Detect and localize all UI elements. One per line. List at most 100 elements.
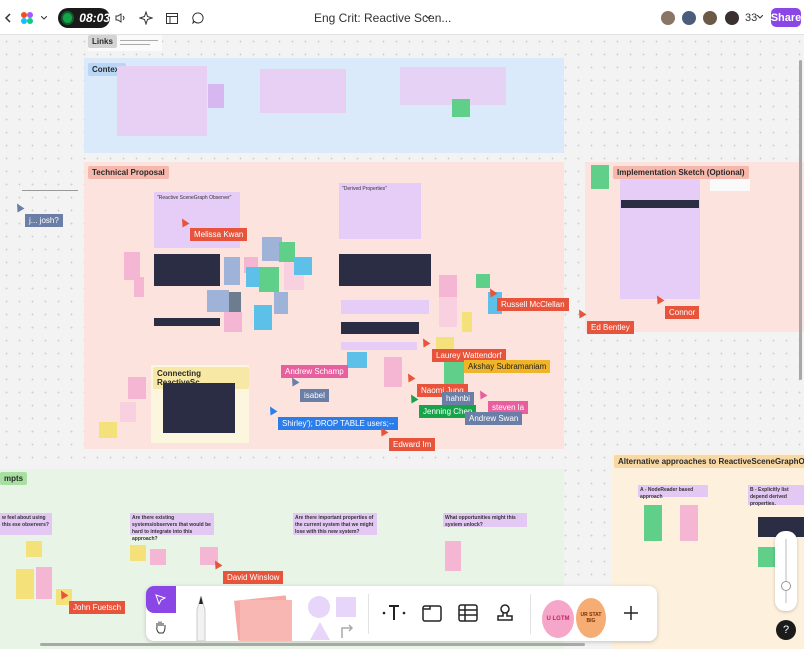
add-tool[interactable] — [618, 586, 644, 641]
prompt-question[interactable]: w feel about using this ese observers? — [0, 513, 52, 535]
sticky-note[interactable] — [16, 569, 34, 599]
sticker-lgtm: U LGTM — [542, 600, 574, 638]
context-note[interactable] — [208, 84, 224, 108]
sticky-note-tool[interactable] — [232, 586, 296, 641]
alt-b-doc[interactable]: B - Explicitly list depend derived prope… — [748, 485, 804, 507]
title-chevron-down-icon[interactable] — [424, 12, 432, 22]
sticky-note[interactable] — [279, 242, 295, 262]
sticky-note[interactable] — [444, 357, 464, 389]
cursor-hahnbi: hahnbi — [442, 392, 475, 405]
avatar[interactable] — [702, 10, 718, 26]
code-block[interactable] — [154, 254, 220, 286]
sticky-note[interactable] — [476, 274, 490, 288]
sticky-note[interactable] — [246, 267, 260, 287]
text-tool[interactable] — [378, 586, 408, 641]
sparkle-icon[interactable] — [139, 8, 153, 28]
sticky-note[interactable] — [207, 290, 229, 312]
proposal-text[interactable] — [341, 342, 417, 350]
sticky-note[interactable] — [452, 99, 470, 117]
layout-icon[interactable] — [165, 8, 178, 28]
sticky-note[interactable] — [99, 422, 117, 438]
sticky-note[interactable] — [591, 165, 609, 189]
sticky-note[interactable] — [150, 549, 166, 565]
sticky-note[interactable] — [462, 312, 472, 332]
avatar[interactable] — [724, 10, 740, 26]
text-note[interactable] — [710, 179, 750, 191]
stamp-tool[interactable] — [492, 586, 518, 641]
avatar[interactable] — [681, 10, 697, 26]
chat-icon[interactable] — [191, 8, 204, 28]
prompt-question[interactable]: Are there existing systems/observers tha… — [130, 513, 214, 542]
timer-widget[interactable]: 08:03 — [58, 8, 110, 28]
chevron-down-icon[interactable] — [40, 8, 48, 28]
sticky-note[interactable] — [128, 377, 146, 399]
sticky-note[interactable] — [259, 267, 279, 292]
code-block[interactable] — [154, 318, 220, 326]
alt-a-doc[interactable]: A - NodeReader based approach — [638, 485, 708, 500]
connecting-frame[interactable]: Connecting ReactiveSc... — [151, 365, 249, 443]
prompt-question[interactable]: What opportunities might this system unl… — [443, 513, 527, 528]
participant-count[interactable]: 33 — [745, 12, 758, 24]
context-doc-3[interactable] — [400, 67, 506, 105]
zoom-slider[interactable] — [775, 531, 797, 611]
context-doc-2[interactable] — [260, 69, 346, 113]
code-block[interactable] — [163, 383, 235, 433]
sticky-note[interactable] — [26, 541, 42, 557]
cursor-andrew-swan: Andrew Swan — [465, 412, 523, 425]
section-tool[interactable] — [418, 586, 446, 641]
file-title[interactable]: Eng Crit: Reactive Scen... — [314, 11, 452, 25]
alternative-approaches-section[interactable]: Alternative approaches to ReactiveSceneG… — [612, 453, 804, 649]
sticky-note[interactable] — [56, 589, 72, 605]
marker-tool[interactable] — [190, 586, 212, 641]
context-section[interactable]: Context — [84, 58, 564, 153]
avatar[interactable] — [660, 10, 676, 26]
sticky-note[interactable] — [254, 305, 272, 330]
vertical-scrollbar[interactable] — [799, 60, 802, 380]
bottom-toolbar: U LGTM UR STAT BIG — [146, 586, 657, 641]
hand-tool[interactable] — [146, 614, 176, 641]
speaker-icon[interactable] — [115, 8, 127, 28]
sticky-note[interactable] — [224, 312, 242, 332]
sticky-note[interactable] — [134, 277, 144, 297]
figjam-logo-icon[interactable] — [20, 8, 34, 28]
help-button[interactable]: ? — [776, 620, 796, 640]
context-doc-1[interactable] — [117, 66, 207, 136]
code-block[interactable] — [341, 322, 419, 334]
sticky-note[interactable] — [124, 252, 140, 280]
implementation-doc[interactable] — [620, 179, 700, 299]
sticky-note[interactable] — [384, 357, 402, 387]
sticky-note[interactable] — [262, 237, 282, 261]
sticky-note[interactable] — [36, 567, 52, 599]
chevron-left-icon[interactable] — [3, 8, 13, 28]
stickers-tool[interactable]: U LGTM UR STAT BIG — [538, 586, 608, 641]
select-tool[interactable] — [146, 586, 176, 613]
sticky-note[interactable] — [347, 352, 367, 368]
proposal-text[interactable] — [341, 300, 429, 314]
table-tool[interactable] — [454, 586, 482, 641]
whiteboard-canvas[interactable]: Links Context j... josh? Technical Propo… — [0, 35, 804, 649]
prompt-question[interactable]: Are there important properties of the cu… — [293, 513, 377, 535]
sticky-note[interactable] — [274, 292, 288, 314]
horizontal-scrollbar[interactable] — [40, 643, 585, 646]
participants-chevron-icon[interactable] — [757, 13, 763, 21]
zoom-handle[interactable] — [781, 581, 791, 591]
sticky-note[interactable] — [439, 275, 457, 297]
sticky-note[interactable] — [758, 547, 778, 567]
sticky-note[interactable] — [120, 402, 136, 422]
sticky-note[interactable] — [644, 505, 662, 541]
sticky-note[interactable] — [439, 297, 457, 327]
sticky-note[interactable] — [680, 505, 698, 541]
sticky-note[interactable] — [130, 545, 146, 561]
links-section[interactable]: Links — [88, 35, 162, 51]
derived-properties-doc[interactable]: "Derived Properties" — [339, 183, 421, 239]
sticky-note[interactable] — [294, 257, 312, 275]
share-button[interactable]: Share — [771, 8, 801, 27]
sticky-note[interactable] — [224, 257, 240, 285]
sticky-note[interactable] — [445, 541, 461, 571]
implementation-sketch-section[interactable]: Implementation Sketch (Optional) — [585, 162, 804, 332]
code-block[interactable] — [339, 254, 431, 286]
code-block[interactable] — [621, 200, 699, 208]
technical-proposal-section[interactable]: Technical Proposal "Reactive SceneGraph … — [84, 162, 564, 449]
shape-tool[interactable] — [304, 586, 362, 641]
sticky-note[interactable] — [200, 547, 218, 565]
